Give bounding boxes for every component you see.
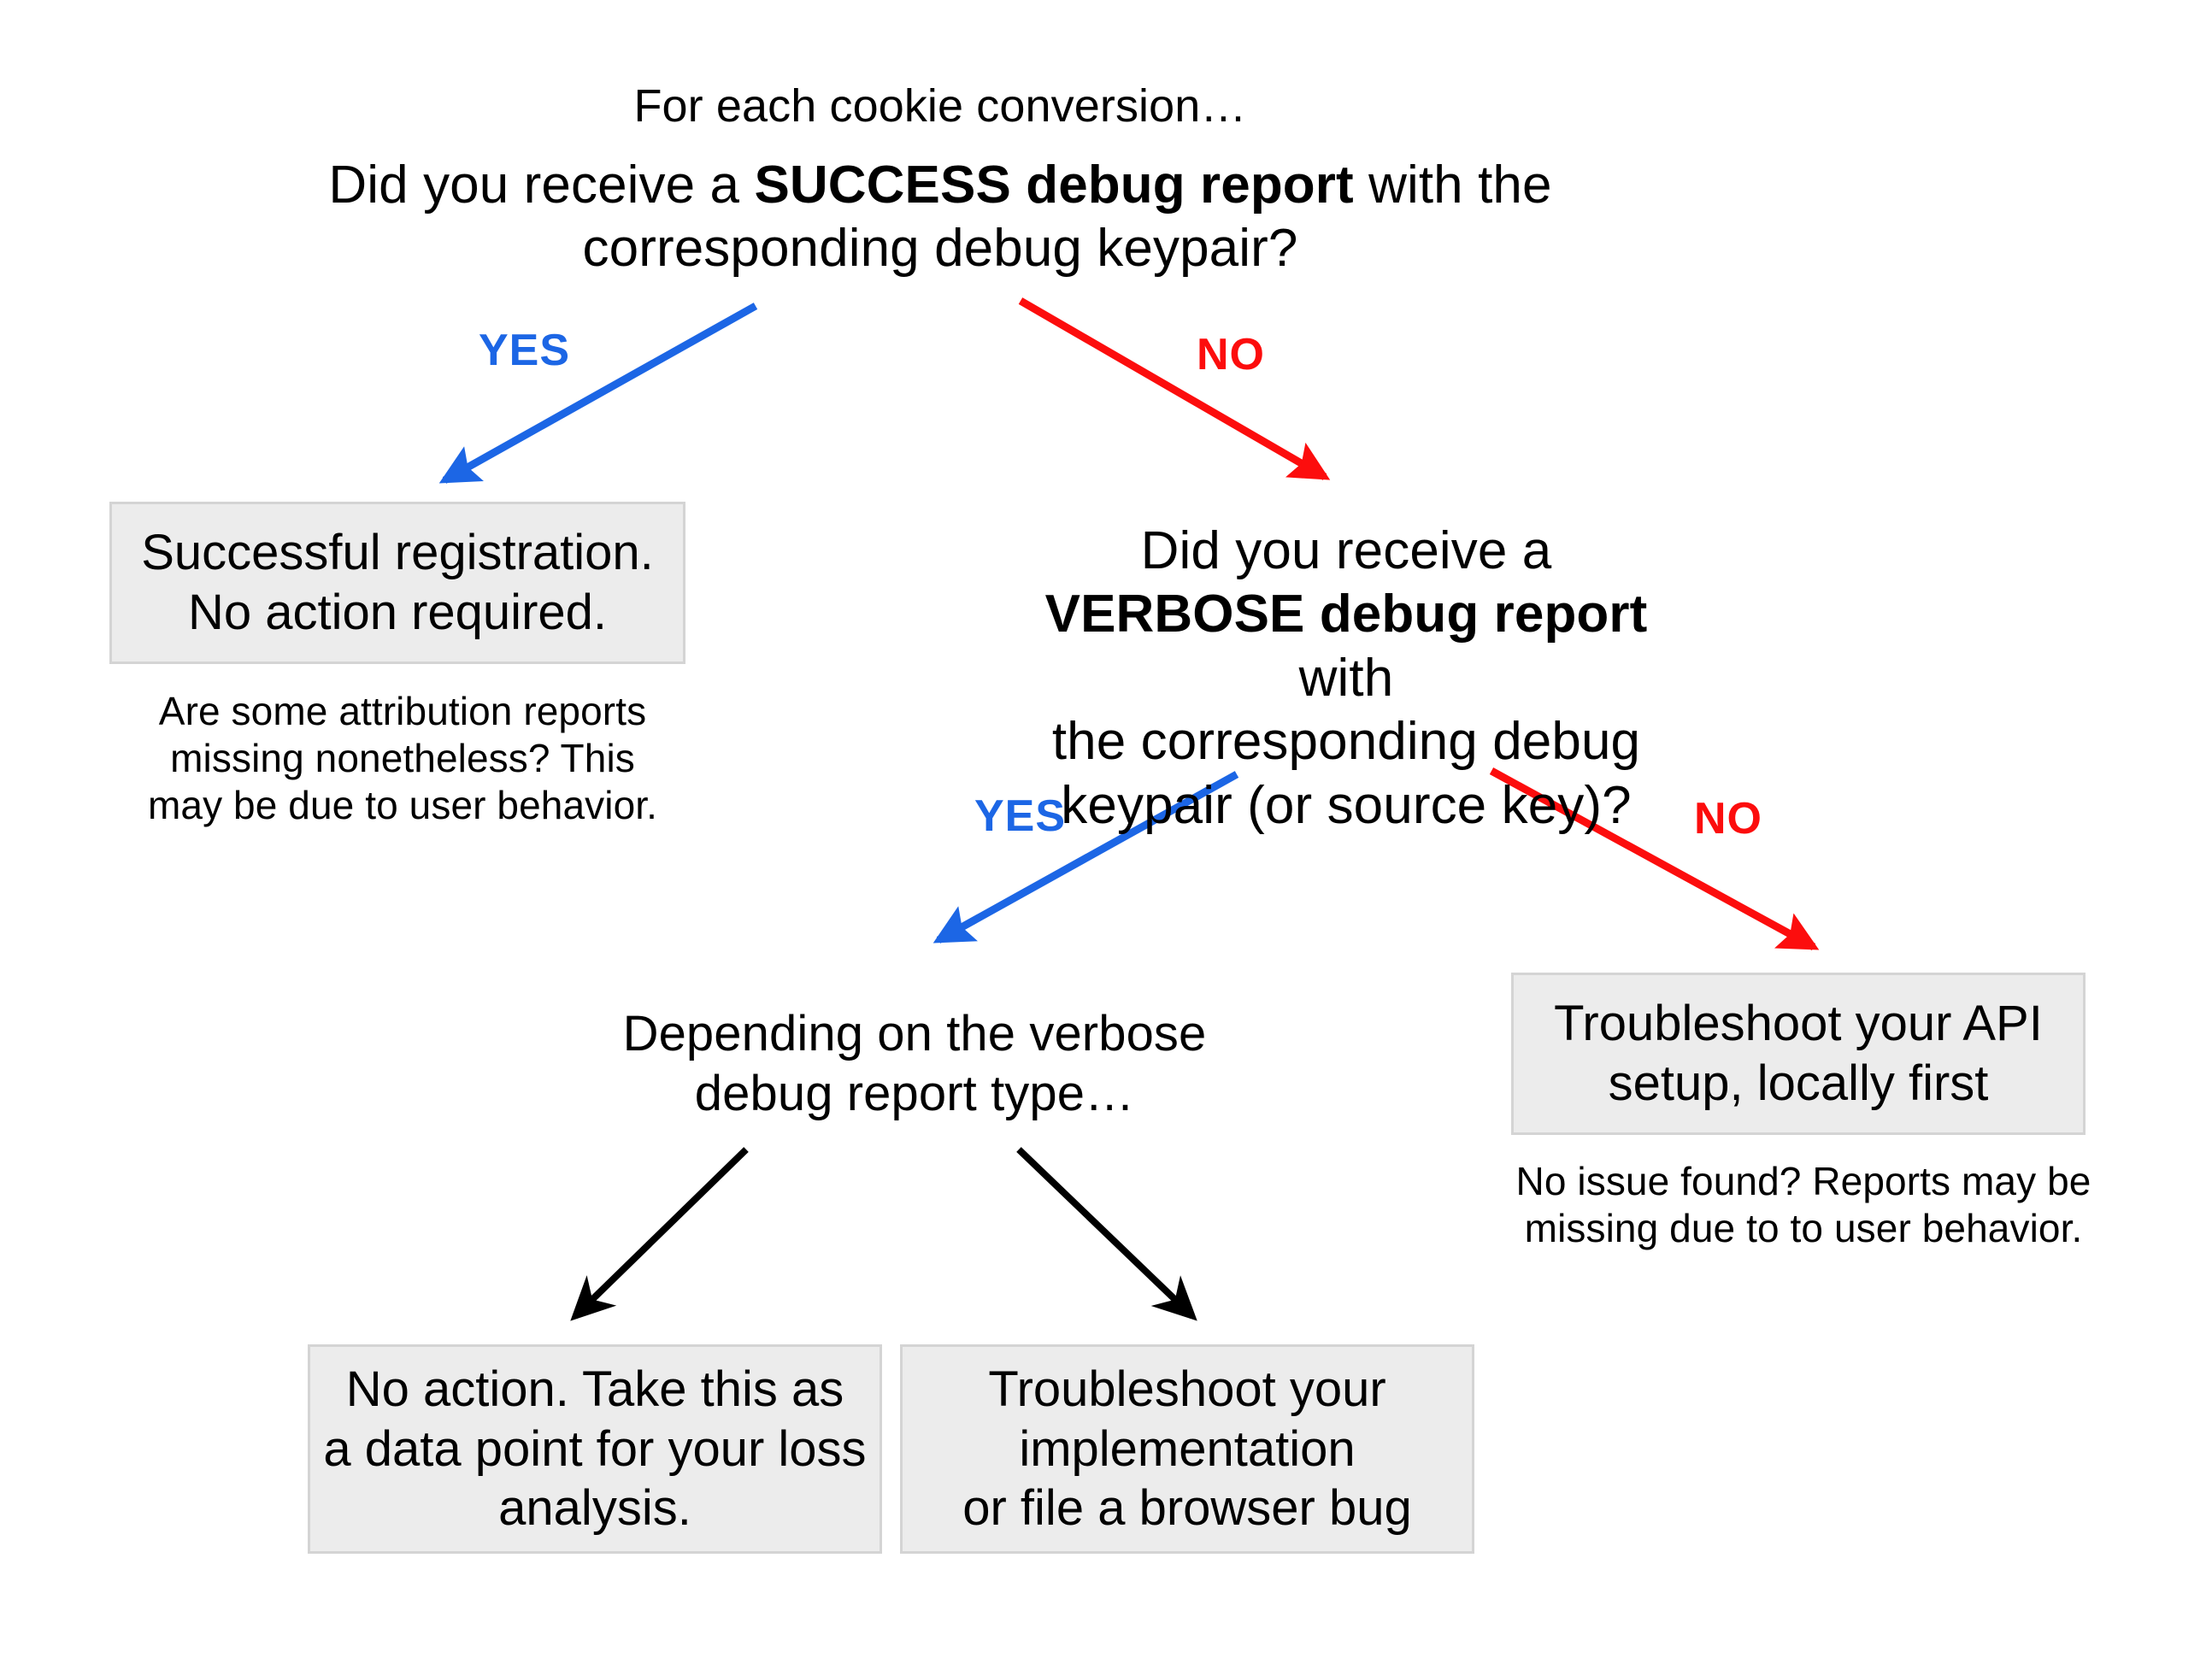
note-attribution-line1: Are some attribution reports (158, 689, 647, 733)
root-question-part1: Did you receive a (328, 156, 755, 215)
box-troubleshoot-api-setup-text: Troubleshoot your API setup, locally fir… (1554, 994, 2043, 1113)
note-attribution-line2: missing nonetheless? This (170, 736, 635, 781)
box-troubleshoot-implementation-text: Troubleshoot your implementation or file… (962, 1360, 1411, 1538)
box-troubleshoot-implementation-line1: Troubleshoot your (988, 1361, 1386, 1418)
arrow-root-no (1018, 297, 1331, 480)
box-troubleshoot-api-setup-line2: setup, locally first (1608, 1055, 1989, 1111)
arrow-report-type-right (1016, 1147, 1197, 1321)
box-successful-registration-line2: No action required. (187, 585, 608, 640)
box-successful-registration-text: Successful registration. No action requi… (141, 523, 654, 642)
root-question: Did you receive a SUCCESS debug report w… (282, 154, 1598, 281)
box-successful-registration-line1: Successful registration. (141, 525, 654, 581)
box-no-action-line3: analysis. (498, 1480, 691, 1537)
edge-label-verbose-no: NO (1694, 794, 1762, 844)
edge-label-root-yes: YES (479, 326, 571, 375)
note-no-issue-line1: No issue found? Reports may be (1515, 1159, 2091, 1203)
heading-depending-line1: Depending on the verbose (622, 1006, 1207, 1061)
verbose-question-emphasis: VERBOSE debug report (1044, 585, 1648, 644)
box-troubleshoot-implementation-line2: implementation (1019, 1420, 1356, 1477)
box-troubleshoot-api-setup[interactable]: Troubleshoot your API setup, locally fir… (1511, 973, 2086, 1135)
root-lead-in: For each cookie conversion… (633, 80, 1247, 132)
root-question-part2: with the corresponding debug keypair? (582, 156, 1552, 279)
box-troubleshoot-implementation-line3: or file a browser bug (962, 1480, 1412, 1537)
verbose-question-after-emphasis: with (1298, 648, 1394, 708)
edge-label-verbose-yes: YES (974, 791, 1067, 841)
box-troubleshoot-api-setup-line1: Troubleshoot your API (1554, 996, 2043, 1052)
box-no-action-text: No action. Take this as a data point for… (323, 1360, 866, 1538)
verbose-question-line1: Did you receive a (1140, 521, 1552, 580)
box-successful-registration[interactable]: Successful registration. No action requi… (109, 502, 685, 664)
note-no-issue-line2: missing due to to user behavior. (1524, 1206, 2083, 1251)
verbose-question: Did you receive a VERBOSE debug report w… (991, 520, 1701, 838)
box-no-action-line2: a data point for your loss (323, 1420, 867, 1477)
box-no-action-line1: No action. Take this as (345, 1361, 844, 1418)
verbose-question-line4: keypair (or source key)? (1061, 775, 1632, 835)
root-question-emphasis: SUCCESS debug report (754, 156, 1354, 215)
heading-depending-line2: debug report type… (694, 1065, 1135, 1121)
edge-label-root-no: NO (1197, 330, 1265, 379)
note-attribution-line3: may be due to user behavior. (147, 783, 658, 828)
verbose-question-line3: the corresponding debug (1051, 712, 1641, 772)
heading-depending-on-report-type: Depending on the verbose debug report ty… (598, 1004, 1231, 1123)
box-troubleshoot-implementation[interactable]: Troubleshoot your implementation or file… (900, 1344, 1474, 1554)
arrow-report-type-left (570, 1147, 749, 1321)
box-no-action-data-point[interactable]: No action. Take this as a data point for… (308, 1344, 882, 1554)
note-attribution-reports-missing: Are some attribution reports missing non… (109, 688, 696, 830)
verbose-question-line2: VERBOSE debug report with (991, 583, 1701, 710)
note-no-issue-found: No issue found? Reports may be missing d… (1453, 1158, 2154, 1252)
